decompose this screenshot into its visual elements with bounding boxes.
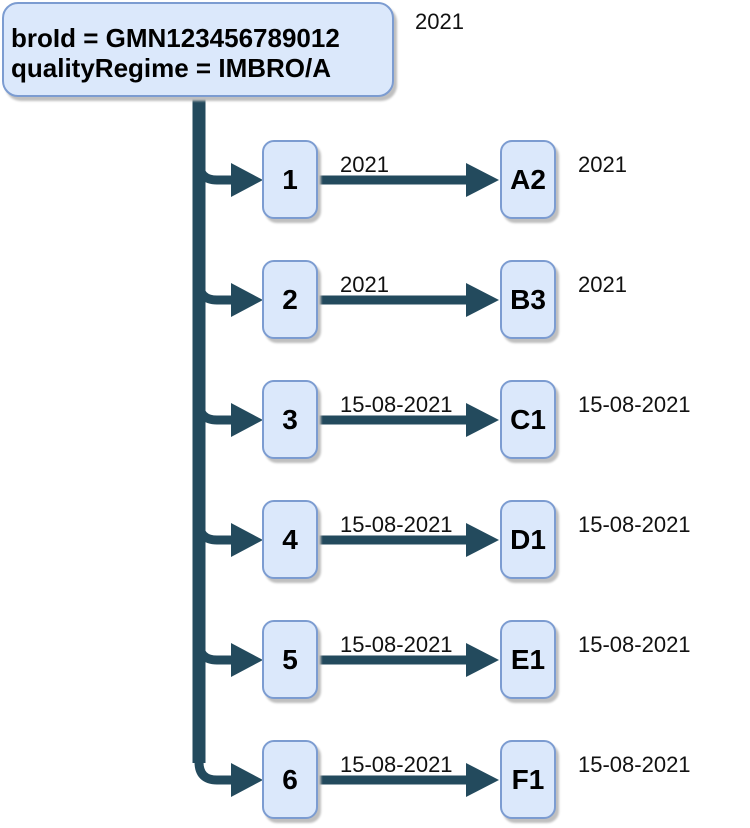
side-label-5: 15-08-2021 xyxy=(578,632,691,657)
arrowheads xyxy=(231,163,499,797)
source-node-1[interactable]: 1 xyxy=(262,140,318,219)
edge-label-3: 15-08-2021 xyxy=(340,392,453,417)
target-node-f1[interactable]: F1 xyxy=(500,740,556,819)
root-node-line1: broId = GMN123456789012 xyxy=(11,23,340,53)
root-node[interactable]: broId = GMN123456789012 qualityRegime = … xyxy=(2,2,394,97)
source-node-2[interactable]: 2 xyxy=(262,260,318,339)
edge-label-6: 15-08-2021 xyxy=(340,752,453,777)
side-label-2: 2021 xyxy=(578,272,627,297)
side-label-4: 15-08-2021 xyxy=(578,512,691,537)
target-node-b3[interactable]: B3 xyxy=(500,260,556,339)
side-label-6: 15-08-2021 xyxy=(578,752,691,777)
target-node-a2[interactable]: A2 xyxy=(500,140,556,219)
source-node-4[interactable]: 4 xyxy=(262,500,318,579)
source-node-5[interactable]: 5 xyxy=(262,620,318,699)
source-node-3[interactable]: 3 xyxy=(262,380,318,459)
target-node-e1[interactable]: E1 xyxy=(500,620,556,699)
root-side-label: 2021 xyxy=(415,9,464,34)
source-node-6[interactable]: 6 xyxy=(262,740,318,819)
root-node-line2: qualityRegime = IMBRO/A xyxy=(11,53,331,83)
edge-label-4: 15-08-2021 xyxy=(340,512,453,537)
side-label-3: 15-08-2021 xyxy=(578,392,691,417)
edge-label-1: 2021 xyxy=(340,152,389,177)
target-node-c1[interactable]: C1 xyxy=(500,380,556,459)
side-label-1: 2021 xyxy=(578,152,627,177)
edge-label-5: 15-08-2021 xyxy=(340,632,453,657)
edge-label-2: 2021 xyxy=(340,272,389,297)
target-node-d1[interactable]: D1 xyxy=(500,500,556,579)
